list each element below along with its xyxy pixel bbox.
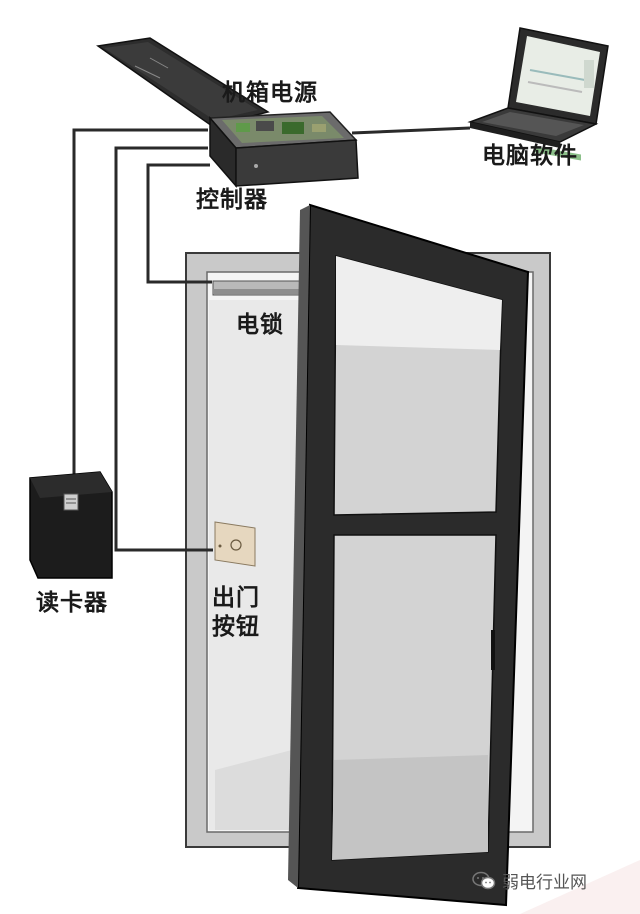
wechat-icon [472, 871, 496, 889]
electric-lock-label: 电锁 [236, 312, 284, 338]
card-reader-label: 读卡器 [36, 590, 108, 616]
controller-label: 控制器 [196, 187, 268, 213]
laptop [467, 27, 609, 161]
exit-button-label-line2: 按钮 [212, 614, 260, 640]
exit-button-label-line1: 出门 [212, 585, 260, 611]
watermark: 弱电行业网 [472, 868, 587, 893]
power-box-label: 机箱电源 [222, 80, 318, 106]
corner-tint [520, 860, 640, 914]
controller-box [96, 37, 359, 189]
door-leaf [288, 203, 530, 907]
watermark-text: 弱电行业网 [502, 873, 587, 893]
exit-button [214, 521, 256, 567]
pc-software-label: 电脑软件 [482, 143, 578, 169]
cables [72, 126, 471, 552]
card-reader [29, 471, 113, 579]
